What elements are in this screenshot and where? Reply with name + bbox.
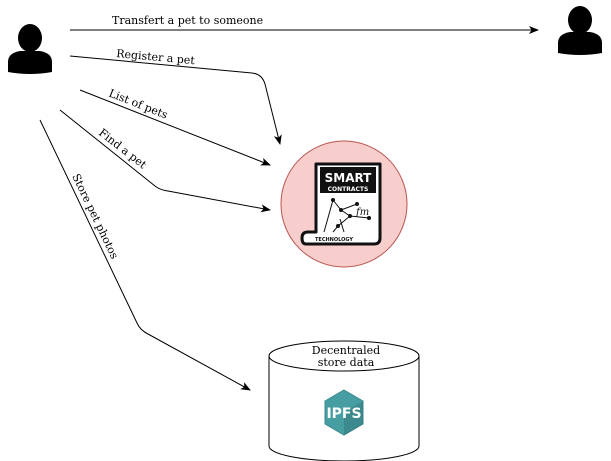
edge-transfer: Transfert a pet to someone bbox=[70, 14, 539, 34]
edge-register-arrow bbox=[69, 55, 282, 145]
ipfs-logo: IPFS bbox=[324, 389, 364, 436]
edge-find-arrow bbox=[59, 109, 271, 213]
ipfs-logo-text: IPFS bbox=[326, 406, 361, 422]
smart-contract-band-label: TECHNOLOGY bbox=[315, 237, 353, 243]
storage-label-line1: Decentraled bbox=[312, 344, 380, 357]
edge-list: List of pets bbox=[79, 87, 271, 166]
storage-node: Decentraled store data IPFS bbox=[268, 340, 420, 461]
sender-user-icon bbox=[8, 24, 52, 74]
network-nodes bbox=[331, 198, 371, 228]
smart-contract-node: SMART CONTRACTS fm TECHNOLO bbox=[280, 140, 408, 268]
storage-label-line2: store data bbox=[318, 356, 375, 369]
storage-cylinder-top bbox=[268, 340, 420, 372]
edge-list-arrow bbox=[79, 89, 271, 166]
signature-mark: fm bbox=[355, 207, 369, 218]
edge-store-arrow bbox=[39, 119, 251, 391]
recipient-user-icon bbox=[558, 6, 602, 55]
smart-contract-icon: SMART CONTRACTS fm TECHNOLO bbox=[300, 162, 382, 246]
edge-find-label: Find a pet bbox=[96, 126, 149, 172]
edge-store-label: Store pet photos bbox=[69, 172, 121, 262]
smart-contract-title: SMART bbox=[325, 171, 373, 185]
smart-contract-subtitle: CONTRACTS bbox=[328, 186, 369, 193]
edge-transfer-label: Transfert a pet to someone bbox=[112, 14, 263, 27]
edge-register: Register a pet bbox=[69, 47, 282, 145]
